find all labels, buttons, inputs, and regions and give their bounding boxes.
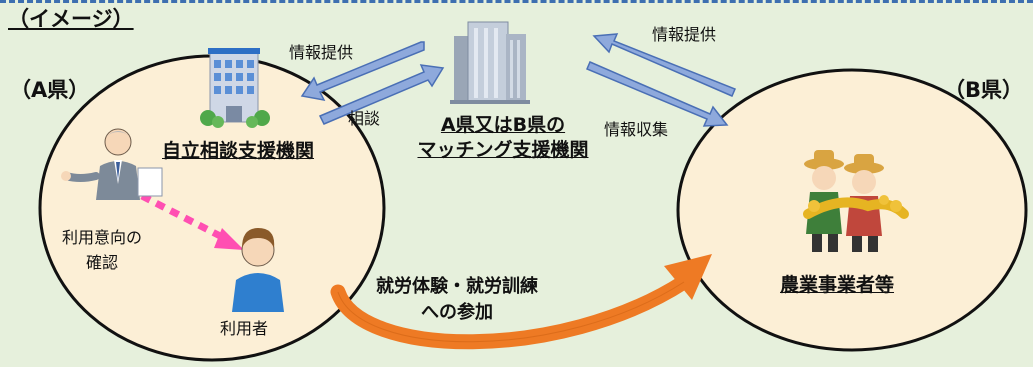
consultation-label: 相談 <box>348 109 381 128</box>
farm-operators-label: 農業事業者等 <box>780 274 895 296</box>
intent-check-line1: 利用意向の <box>62 228 143 247</box>
participation-arrowhead <box>664 254 712 300</box>
matching-agency-line2: マッチング支援機関 <box>417 138 589 161</box>
info-provision-left-arrow <box>300 41 425 102</box>
intent-check-arrow <box>140 192 230 244</box>
consultation-arrow <box>318 64 445 125</box>
info-collection-label: 情報収集 <box>604 120 669 139</box>
info-provision-left-label: 情報提供 <box>289 43 354 62</box>
intent-check-label: 利用意向の 確認 <box>62 226 142 276</box>
info-provision-right-arrow <box>592 33 736 97</box>
advisor-person-icon <box>61 128 163 200</box>
participation-line1: 就労体験・就労訓練 <box>376 276 538 297</box>
matching-agency-label: A県又はB県の マッチング支援機関 <box>398 113 608 162</box>
support-agency-label: 自立相談支援機関 <box>162 140 315 162</box>
info-provision-right-label: 情報提供 <box>652 25 717 44</box>
matching-agency-line1: A県又はB県の <box>440 114 566 136</box>
user-person-icon <box>232 228 284 312</box>
tower-building-icon <box>450 21 530 104</box>
office-building-icon <box>200 48 270 128</box>
intent-check-arrowhead <box>214 228 244 250</box>
user-label: 利用者 <box>220 319 269 338</box>
participation-label: 就労体験・就労訓練 への参加 <box>376 274 538 326</box>
prefecture-b-label: （B県） <box>944 78 1024 102</box>
top-dashed-border <box>0 0 1033 3</box>
farmers-icon <box>803 150 909 252</box>
prefecture-a-label: （A県） <box>10 78 90 102</box>
intent-check-line2: 確認 <box>86 252 119 272</box>
participation-line2: への参加 <box>421 302 493 324</box>
info-collection-arrow <box>586 61 729 127</box>
image-title: （イメージ） <box>8 7 134 31</box>
